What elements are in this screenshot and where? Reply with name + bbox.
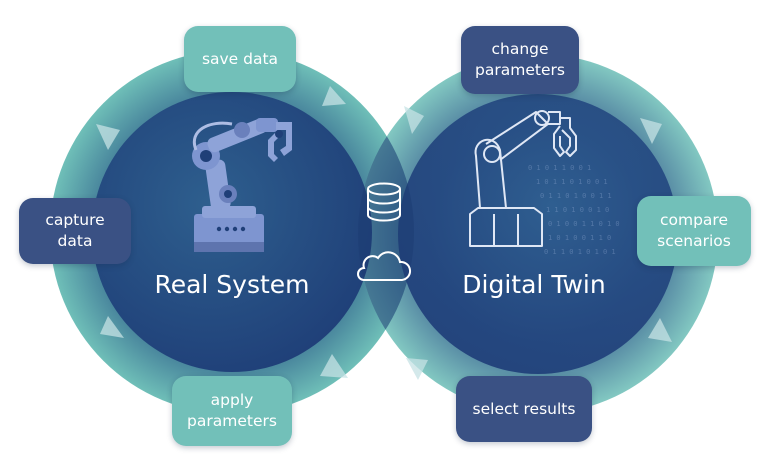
arrow-icon [640,118,662,144]
arrow-icon [322,86,346,106]
svg-text:1 1 0 1 0 0 1 0: 1 1 0 1 0 0 1 0 [546,206,609,214]
save-data-step: save data [184,26,296,92]
arrow-icon [320,354,348,378]
svg-text:0 1 1 0 1 0 1 0 1: 0 1 1 0 1 0 1 0 1 [544,248,616,256]
select-results-step: select results [456,376,592,442]
capture-data-step: capture data [19,198,131,264]
arrow-icon [648,318,672,342]
svg-text:1 0 1 0 0 1 1 0: 1 0 1 0 0 1 1 0 [548,234,611,242]
arrow-icon [406,358,428,380]
industrial-robot-icon [192,118,292,252]
svg-text:0 1 0 1 1 0 0 1: 0 1 0 1 1 0 0 1 [528,164,591,172]
digital-twin-label: Digital Twin [462,270,606,299]
robot-outline-icon [469,110,577,247]
svg-text:0 1 0 0 1 1 0 1 0: 0 1 0 0 1 1 0 1 0 [548,220,620,228]
cycle-arrows [96,86,672,380]
compare-scenarios-step: compare scenarios [637,196,751,266]
arrow-icon [100,316,124,338]
apply-parameters-step: apply parameters [172,376,292,446]
database-icon [367,182,401,222]
digital-twin-inner-disc [398,94,678,374]
cloud-icon [357,251,411,281]
arrow-icon [96,124,120,150]
svg-text:0 1 1 0 1 0 0 1 1: 0 1 1 0 1 0 0 1 1 [540,192,612,200]
data-stream-decoration: 0 1 0 1 1 0 0 1 1 0 1 1 0 1 0 0 1 0 1 1 … [528,164,620,256]
arrow-icon [404,106,424,134]
real-system-label: Real System [154,270,310,299]
svg-text:1 0 1 1 0 1 0 0 1: 1 0 1 1 0 1 0 0 1 [536,178,608,186]
change-parameters-step: change parameters [461,26,579,94]
